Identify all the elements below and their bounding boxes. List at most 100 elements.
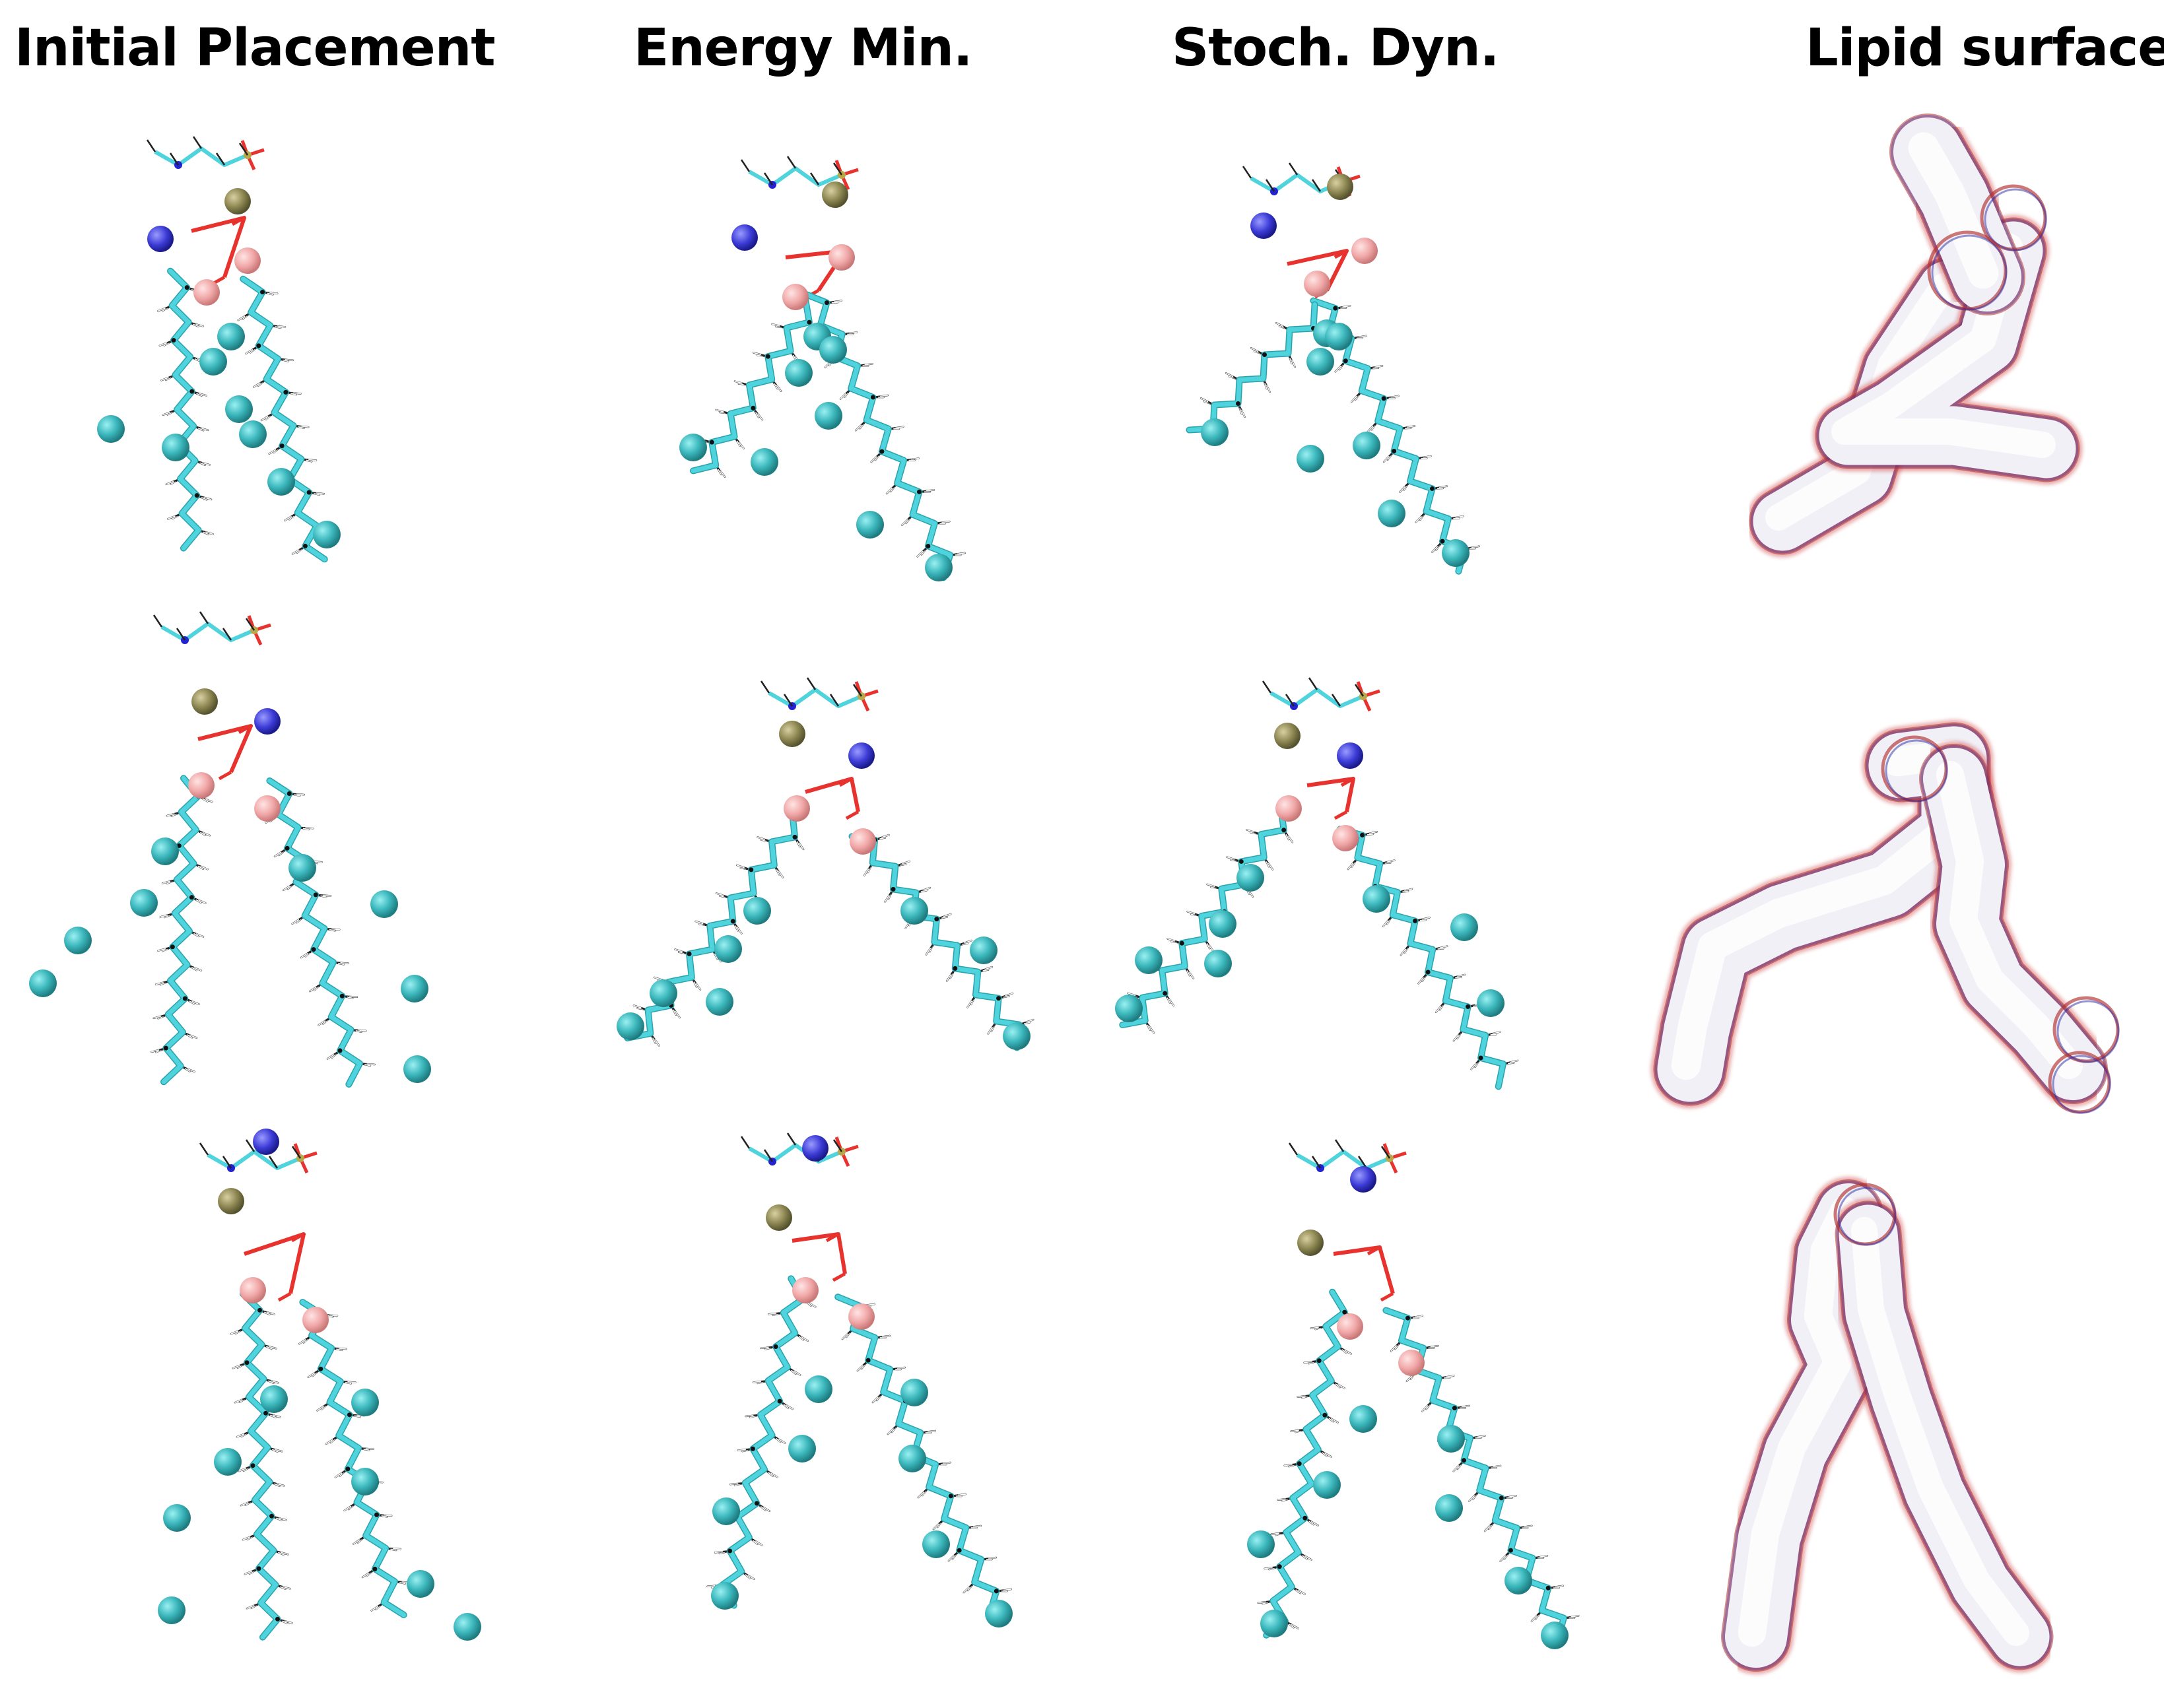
hydrogen-tip [1390,395,1400,398]
hydrogen-tip [891,1427,896,1433]
cg-tail-bead [1236,864,1264,892]
hydrogen-tip [1308,1521,1314,1525]
hydrogen-tip [1423,455,1432,458]
hydrogen-tip [718,469,722,475]
cg-choline-bead [253,1129,279,1155]
hydrogen-tip [162,948,168,952]
hydrogen-tip [1406,1375,1413,1382]
carbon-atom-dot [275,1616,280,1622]
cg-tail-bead [217,323,245,350]
hydrogen-tip [1285,834,1290,840]
hydrogen-tip [1383,455,1390,463]
surface-ring-inner [1984,188,2047,251]
hydrogen-tip [280,1552,289,1556]
hydrogen-tip [155,981,164,985]
hydrogen-bond [763,172,774,185]
cg-tail-bead [711,1582,739,1610]
hydrogen-tip [863,869,869,876]
carbon-atom-dot [1238,859,1244,864]
cg-tail-bead [1378,500,1405,527]
hydrogen-tip [941,916,948,919]
carbon-atom-dot [750,1446,755,1451]
hydrogen-tip [287,884,293,890]
carbon-atom-dot [891,886,896,892]
hydrogen-bond [1380,1146,1391,1159]
glycerol-backbone [805,777,860,820]
hydrogen-tip [298,1339,306,1345]
hydrogen-tip [946,974,952,982]
hydrogen-tip [774,383,778,389]
hydrogen-bond [1288,1142,1299,1156]
hydrogen-tip [1268,863,1273,870]
hydrogen-tip [273,449,279,453]
cg-tail-bead [1260,1610,1288,1637]
glycerol-backbone [1306,777,1355,820]
hydrogen-tip [1297,1590,1306,1595]
hydrogen-tip [336,1348,343,1351]
cg-tail-bead [1477,989,1505,1017]
surface-tail-2 [1812,214,2083,485]
hydrogen-tip [867,867,871,873]
hydrogen-tip [890,486,895,492]
column-title-stoch-dyn: Stoch. Dyn. [1172,18,1499,78]
hydrogen-tip [1421,1405,1429,1412]
hydrogen-tip [294,794,300,797]
carbon-backbone [267,778,362,1087]
hydrogen-tip [984,966,993,970]
hydrogen-tip [1264,1567,1273,1569]
hydrogen-tip [1477,1435,1486,1438]
hydrogen-bond [1357,1156,1368,1169]
hydrogen-tip [886,488,893,494]
hydrogen-tip [855,424,862,432]
carbon-atom-dot [957,1548,962,1553]
hydrogen-tip [1322,1452,1328,1457]
cg-choline-bead [1350,1166,1376,1193]
carbon-atom-dot [824,300,829,306]
hydrogen-tip [982,969,990,971]
cg-tail-bead [1353,432,1380,459]
carbon-atom-dot [337,1048,343,1053]
cg-phosphate-bead [822,181,848,208]
hydrogen-tip [933,1523,939,1530]
hydrogen-tip [1453,1465,1460,1472]
hydrogen-tip [1394,1344,1400,1350]
cg-choline-bead [731,224,758,251]
hydrogen-tip [348,1505,354,1510]
hydrogen-tip [1386,919,1391,925]
carbon-backbone [1120,805,1287,1028]
hydrogen-bond [152,614,163,628]
cg-tail-bead [819,336,847,364]
cg-tail-bead [1450,913,1478,941]
hydrogen-tip [167,411,173,416]
carbon-atom-dot [1281,828,1287,833]
hydrogen-tip [1210,886,1217,889]
hydrogen-bond [1288,162,1299,176]
hydrogen-tip [1374,365,1383,368]
hydrogen-tip [318,1020,326,1026]
hydrogen-tip [203,496,212,500]
head-group [1288,1139,1407,1174]
hydrogen-tip [778,870,784,878]
cg-tail-bead [922,1530,950,1558]
hydrogen-tip [242,315,248,320]
hydrogen-tip [1342,305,1351,308]
hydrogen-tip [355,1030,362,1033]
hydrogen-tip [322,1020,328,1025]
cg-glycerol-bead [193,279,220,306]
carbon-atom-dot [865,1358,871,1363]
hydrogen-tip [768,1313,777,1315]
cg-phosphate-bead [766,1204,792,1231]
carbon-atom-dot [792,834,797,839]
cg-glycerol-bead [302,1307,329,1333]
hydrogen-tip [948,1555,955,1561]
hydrogen-tip [1439,1004,1444,1010]
cg-tail-bead [407,1570,434,1598]
hydrogen-tip [963,1587,970,1593]
hydrogen-tip [753,352,762,356]
hydrogen-tip [316,1406,324,1412]
molecule-panel-r2-c1 [706,1133,1013,1627]
hydrogen-tip [1457,1464,1462,1470]
cg-tail-bead [898,1445,926,1472]
cg-tail-bead [712,1497,740,1525]
hydrogen-tip [1186,970,1191,977]
